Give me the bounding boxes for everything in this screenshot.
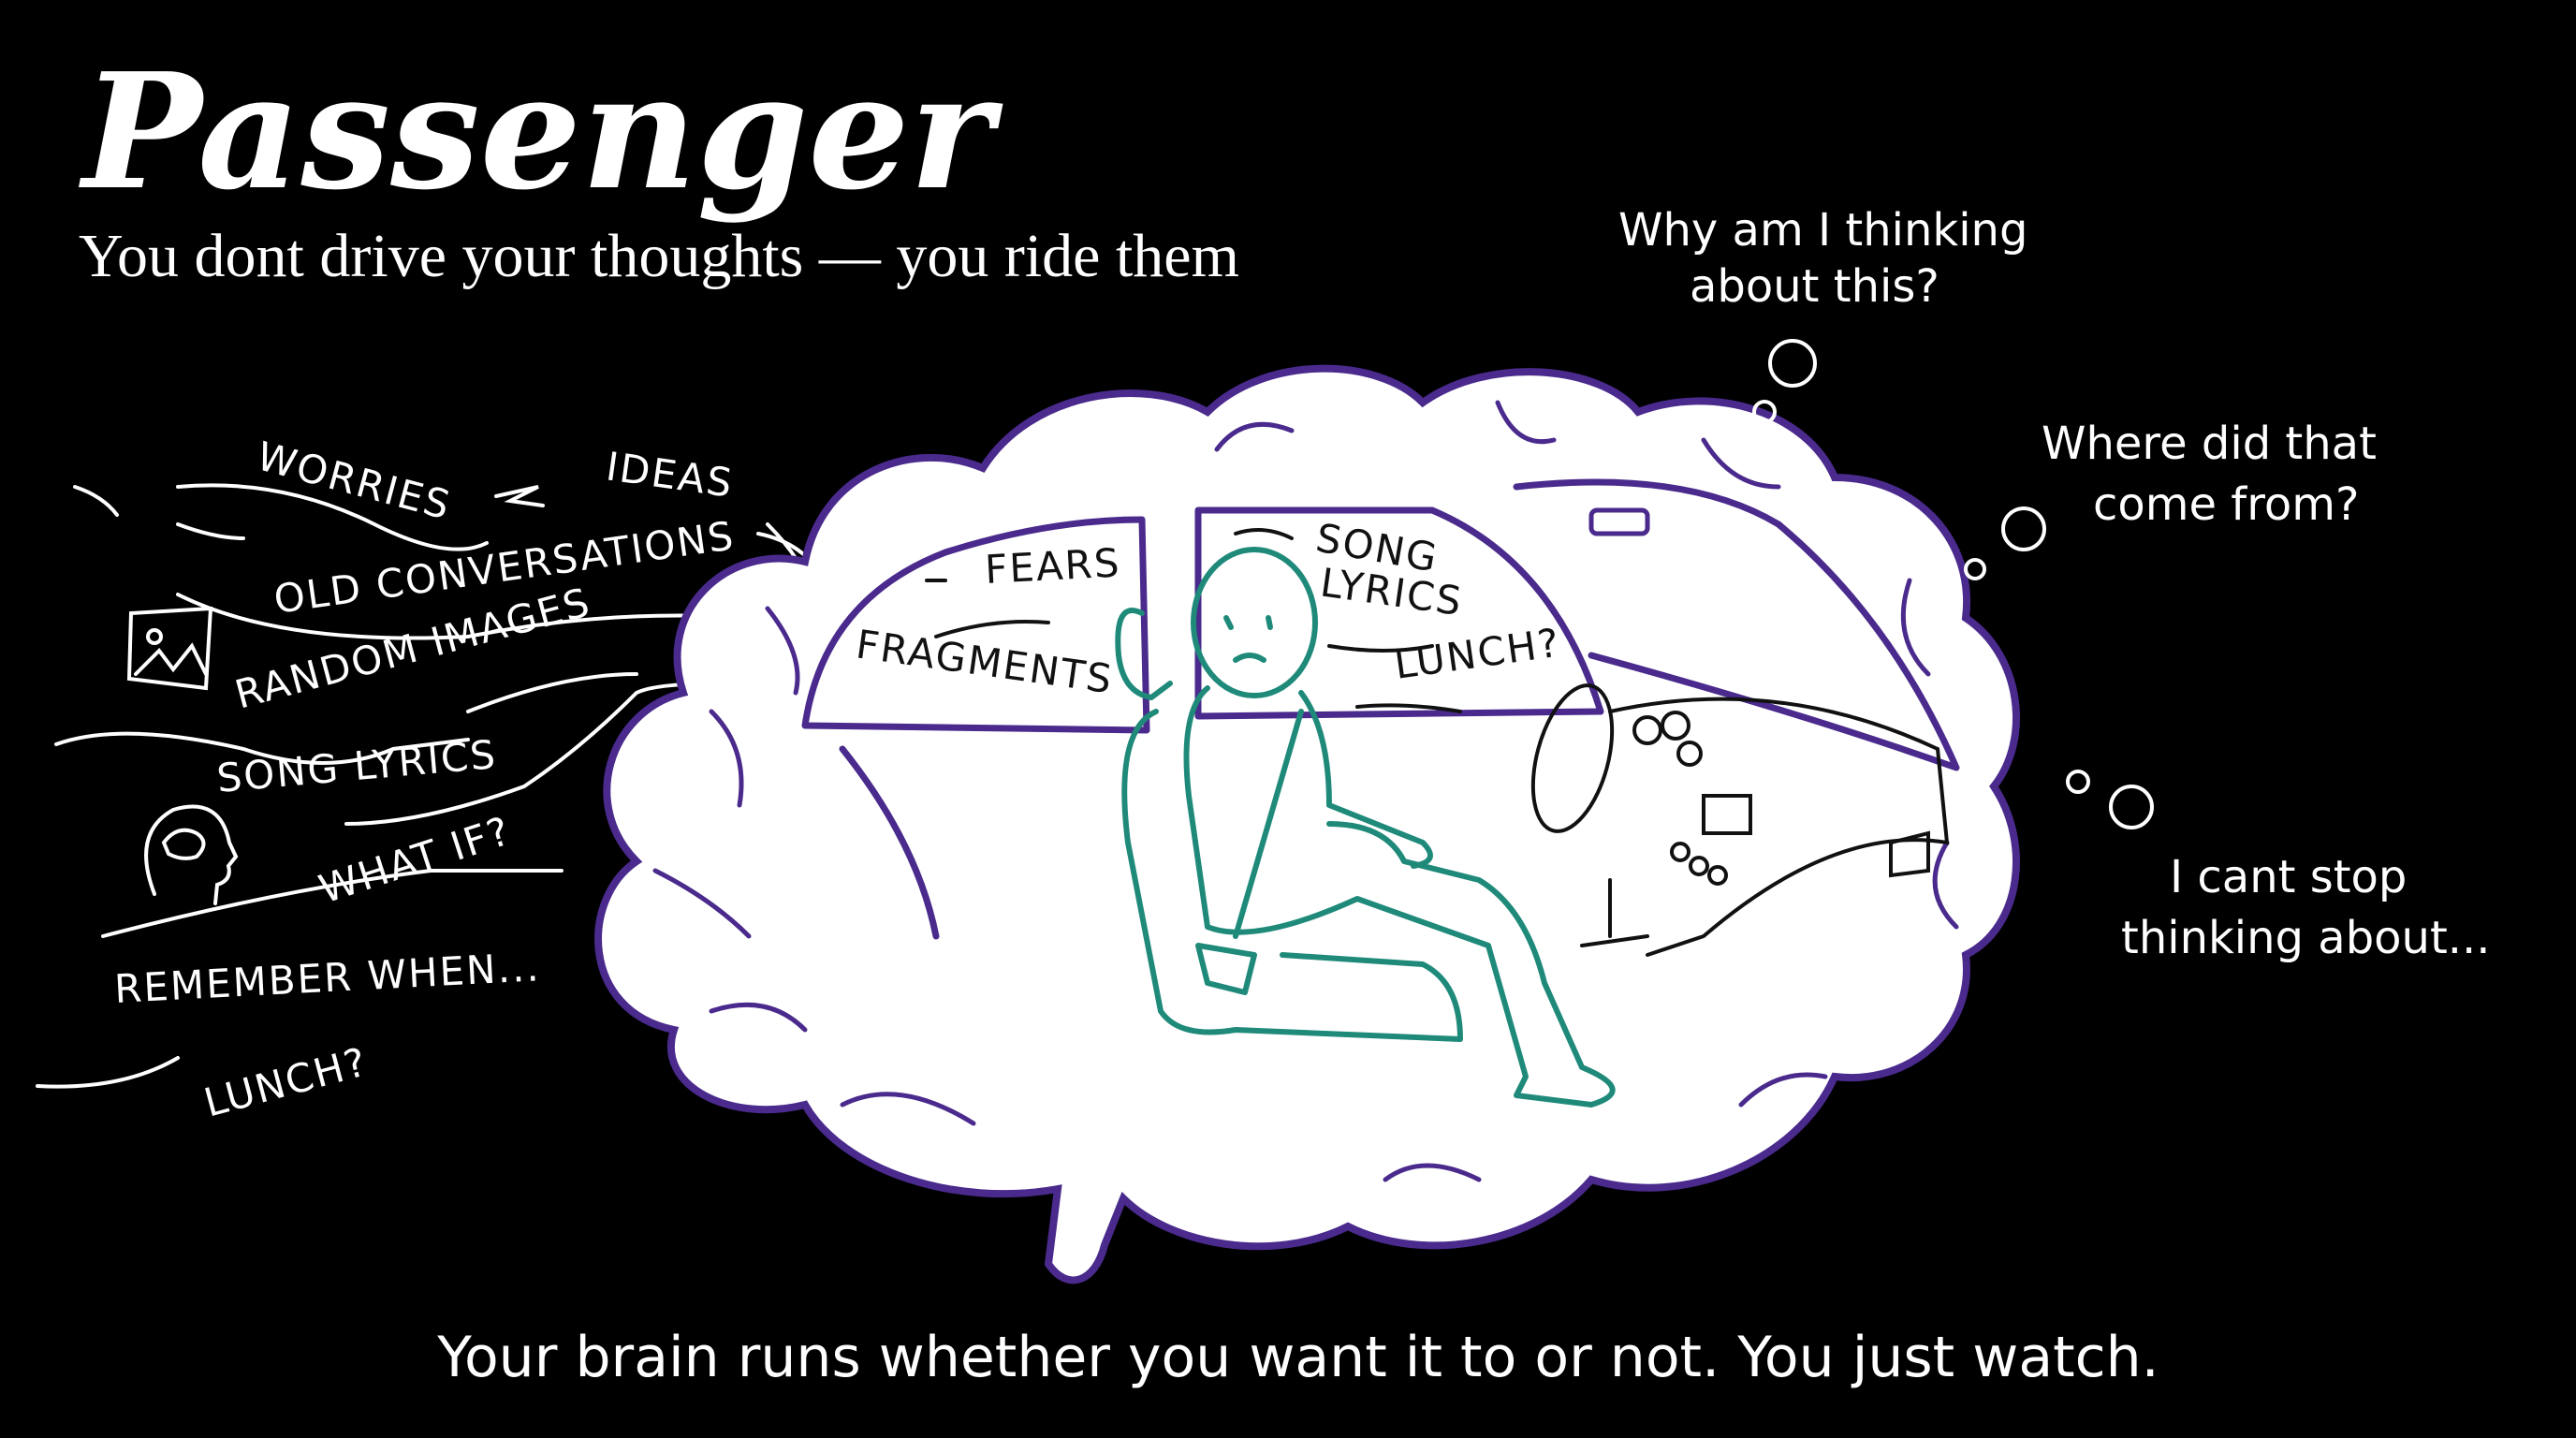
stream-label: SONG LYRICS <box>215 731 499 801</box>
seatbelt <box>1195 709 1304 995</box>
page-title: Passenger <box>79 38 1003 226</box>
thought-bubble-text: thinking about... <box>2121 912 2491 964</box>
brain <box>594 364 2020 1284</box>
thought-bubble-text: Why am I thinking <box>1618 204 2027 257</box>
thought-bubble-text: I cant stop <box>2170 851 2407 903</box>
thought-bubble-text: about this? <box>1690 260 1939 313</box>
thought-bubbles: Why am I thinking about this? Where did … <box>1618 204 2491 964</box>
stream-label: LUNCH? <box>199 1038 373 1126</box>
thought-bubble-text: Where did that <box>2042 418 2377 470</box>
caption: Your brain runs whether you want it to o… <box>436 1325 2159 1390</box>
window-label-fears: FEARS <box>984 539 1122 593</box>
page-subtitle: You dont drive your thoughts — you ride … <box>79 222 1239 290</box>
headrest <box>1115 608 1173 700</box>
picture-icon <box>126 606 213 691</box>
head-with-brain-icon <box>144 804 239 905</box>
thought-bubble-text: come from? <box>2093 478 2359 531</box>
spark-icon <box>494 485 545 507</box>
passenger-head <box>1191 547 1318 698</box>
stream-label: REMEMBER WHEN... <box>113 944 542 1012</box>
stream-label: IDEAS <box>604 443 737 506</box>
steering-wheel <box>1530 683 1615 833</box>
passenger-figure <box>1115 547 1616 1108</box>
stream-label: WHAT IF? <box>314 807 517 912</box>
dashboard <box>1530 683 1950 957</box>
